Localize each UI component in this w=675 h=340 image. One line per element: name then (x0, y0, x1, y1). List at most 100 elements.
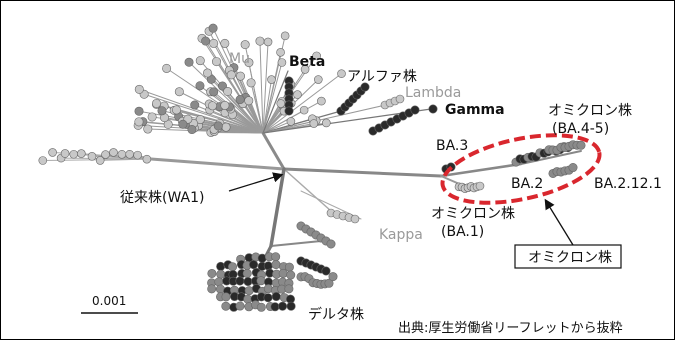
starburst-leaf (195, 56, 205, 66)
starburst-leaf (162, 63, 172, 73)
delta-leaf (271, 260, 281, 270)
starburst-leaf (322, 118, 331, 128)
delta-branch (270, 240, 322, 247)
delta-leaf (286, 301, 296, 311)
starburst-leaf (312, 51, 321, 61)
starburst-leaf (240, 40, 250, 50)
starburst-leaf (209, 38, 219, 48)
ba2121-label: BA.2.12.1 (594, 176, 662, 192)
starburst-leaf (203, 68, 213, 78)
starburst-leaf (147, 112, 157, 122)
left-leaf (48, 148, 57, 157)
delta-leaf (256, 302, 266, 312)
omicron-ba1-label: オミクロン株 (431, 206, 515, 222)
starburst-leaf (171, 105, 181, 115)
kappa-branch (283, 168, 332, 212)
omicron-branch (520, 150, 582, 165)
left-branch (99, 158, 152, 161)
gamma-leaf (428, 104, 438, 114)
starburst-leaf (201, 36, 211, 46)
delta-leaf (286, 270, 296, 280)
starburst-leaf (211, 57, 221, 67)
starburst-leaf (195, 115, 205, 125)
starburst-leaf (220, 100, 230, 110)
delta-leaf (249, 260, 259, 270)
starburst-leaf (187, 125, 197, 135)
starburst-leaf (208, 23, 218, 33)
delta-leaf (271, 292, 281, 302)
left-leaf (87, 152, 97, 161)
alpha-leaf (360, 82, 370, 92)
starburst-leaf (220, 38, 230, 48)
starburst-branch (240, 75, 264, 134)
ba1-leaf (475, 181, 485, 191)
starburst-leaf (207, 101, 217, 111)
trunk-branch (261, 131, 286, 171)
starburst-leaf (190, 100, 200, 110)
scale-label: 0.001 (92, 294, 126, 308)
ba1-label: (BA.1) (441, 224, 484, 240)
delta-leaf (263, 293, 273, 303)
starburst-leaf (236, 71, 246, 81)
starburst-leaf (221, 122, 231, 132)
ba2121-leaf (568, 163, 578, 173)
starburst-leaf (213, 121, 223, 131)
starburst-leaf (337, 69, 346, 78)
source-note: 出典:厚生労働省リーフレットから抜粋 (398, 320, 623, 336)
starburst-leaf (276, 48, 285, 57)
starburst-leaf (223, 86, 233, 96)
starburst-leaf (299, 105, 309, 115)
kappa-leaf (350, 214, 360, 224)
delta-leaf (207, 268, 217, 278)
left-leaf (77, 149, 86, 158)
starburst-branch (213, 42, 264, 134)
starburst-branch (262, 73, 343, 134)
starburst-leaf (286, 117, 296, 126)
ba45-label: (BA.4-5) (552, 121, 609, 137)
starburst-leaf (267, 75, 276, 84)
starburst-leaf (134, 84, 144, 94)
starburst-leaf (178, 119, 188, 129)
delta-leaf (235, 276, 245, 286)
starburst-branch (262, 79, 273, 134)
starburst-branch (213, 91, 264, 134)
delta-leaf (235, 301, 245, 311)
lambda-leaf (395, 94, 405, 104)
delta-label: デルタ株 (308, 306, 364, 323)
starburst-branch (138, 88, 264, 134)
delta-leaf (326, 239, 336, 249)
starburst-branch (248, 62, 264, 134)
starburst-branch (207, 72, 264, 134)
ba45-leaf (576, 140, 586, 150)
starburst-leaf (255, 36, 265, 46)
delta-leaf (284, 262, 294, 272)
delta-leaf (328, 272, 338, 282)
starburst-leaf (314, 75, 323, 84)
omicron-box-label: オミクロン株 (528, 250, 612, 266)
beta-label: Beta (289, 54, 325, 70)
starburst-branch (262, 51, 282, 134)
left-branch (149, 157, 286, 171)
starburst-leaf (246, 78, 256, 88)
delta-leaf (216, 261, 226, 271)
delta-leaf (242, 268, 252, 278)
delta-leaf (216, 269, 226, 279)
starburst-leaf (184, 57, 194, 67)
delta-leaf (270, 302, 280, 312)
left-leaf (60, 149, 70, 158)
left-leaf (95, 156, 105, 165)
left-leaf (142, 154, 152, 164)
wa1-label: 従来株(WA1) (120, 190, 205, 206)
left-leaf (125, 149, 134, 159)
starburst-branch (188, 61, 264, 134)
starburst-leaf (195, 81, 205, 91)
delta-leaf (221, 292, 231, 302)
starburst-leaf (134, 117, 144, 127)
delta-leaf (243, 277, 253, 287)
delta-leaf (228, 262, 238, 272)
starburst-leaf (244, 58, 254, 68)
delta-leaf (271, 252, 281, 262)
omicron-highlight-ellipse (440, 133, 602, 205)
